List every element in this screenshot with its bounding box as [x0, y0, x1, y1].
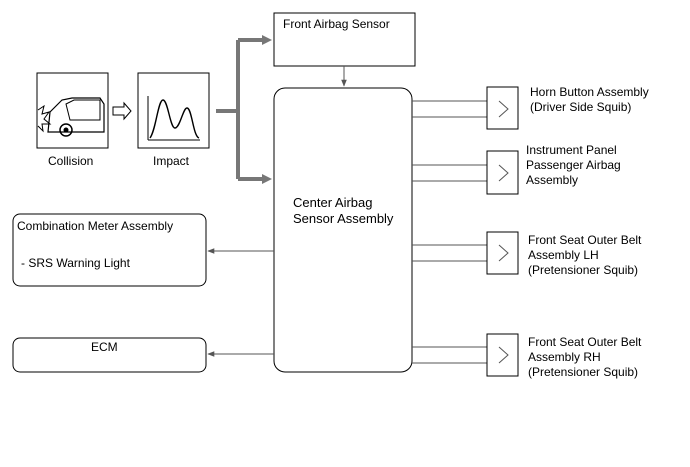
output-label-horn-button: Horn Button Assembly (Driver Side Squib) — [530, 85, 649, 114]
combination-meter-box — [12, 213, 207, 287]
center-airbag-sensor-label: Center Airbag Sensor Assembly — [293, 195, 394, 226]
car-collision-icon — [37, 97, 105, 137]
combination-meter-title: Combination Meter Assembly — [17, 219, 174, 233]
front-airbag-sensor-box — [273, 12, 416, 67]
impact-label: Impact — [153, 154, 190, 168]
output-squib-2 — [412, 150, 519, 195]
collision-label: Collision — [48, 154, 94, 168]
ecm-box — [12, 337, 207, 373]
center-airbag-sensor-box — [273, 87, 413, 373]
impact-box — [137, 72, 210, 149]
collision-to-impact-arrow — [112, 101, 132, 121]
output-squib-3 — [412, 231, 519, 275]
impact-signal-arrows — [216, 35, 272, 184]
output-label-passenger-airbag: Instrument Panel Passenger Airbag Assemb… — [526, 143, 621, 187]
ecm-label: ECM — [91, 340, 118, 354]
front-airbag-sensor-label: Front Airbag Sensor — [283, 17, 390, 31]
srs-warning-light-label: - SRS Warning Light — [21, 256, 130, 270]
impact-graph-icon — [147, 96, 200, 141]
collision-box — [36, 72, 109, 149]
output-label-belt-rh: Front Seat Outer Belt Assembly RH (Prete… — [528, 335, 642, 379]
output-squib-1 — [412, 86, 519, 130]
output-label-belt-lh: Front Seat Outer Belt Assembly LH (Prete… — [528, 233, 642, 277]
output-squib-4 — [412, 333, 519, 377]
